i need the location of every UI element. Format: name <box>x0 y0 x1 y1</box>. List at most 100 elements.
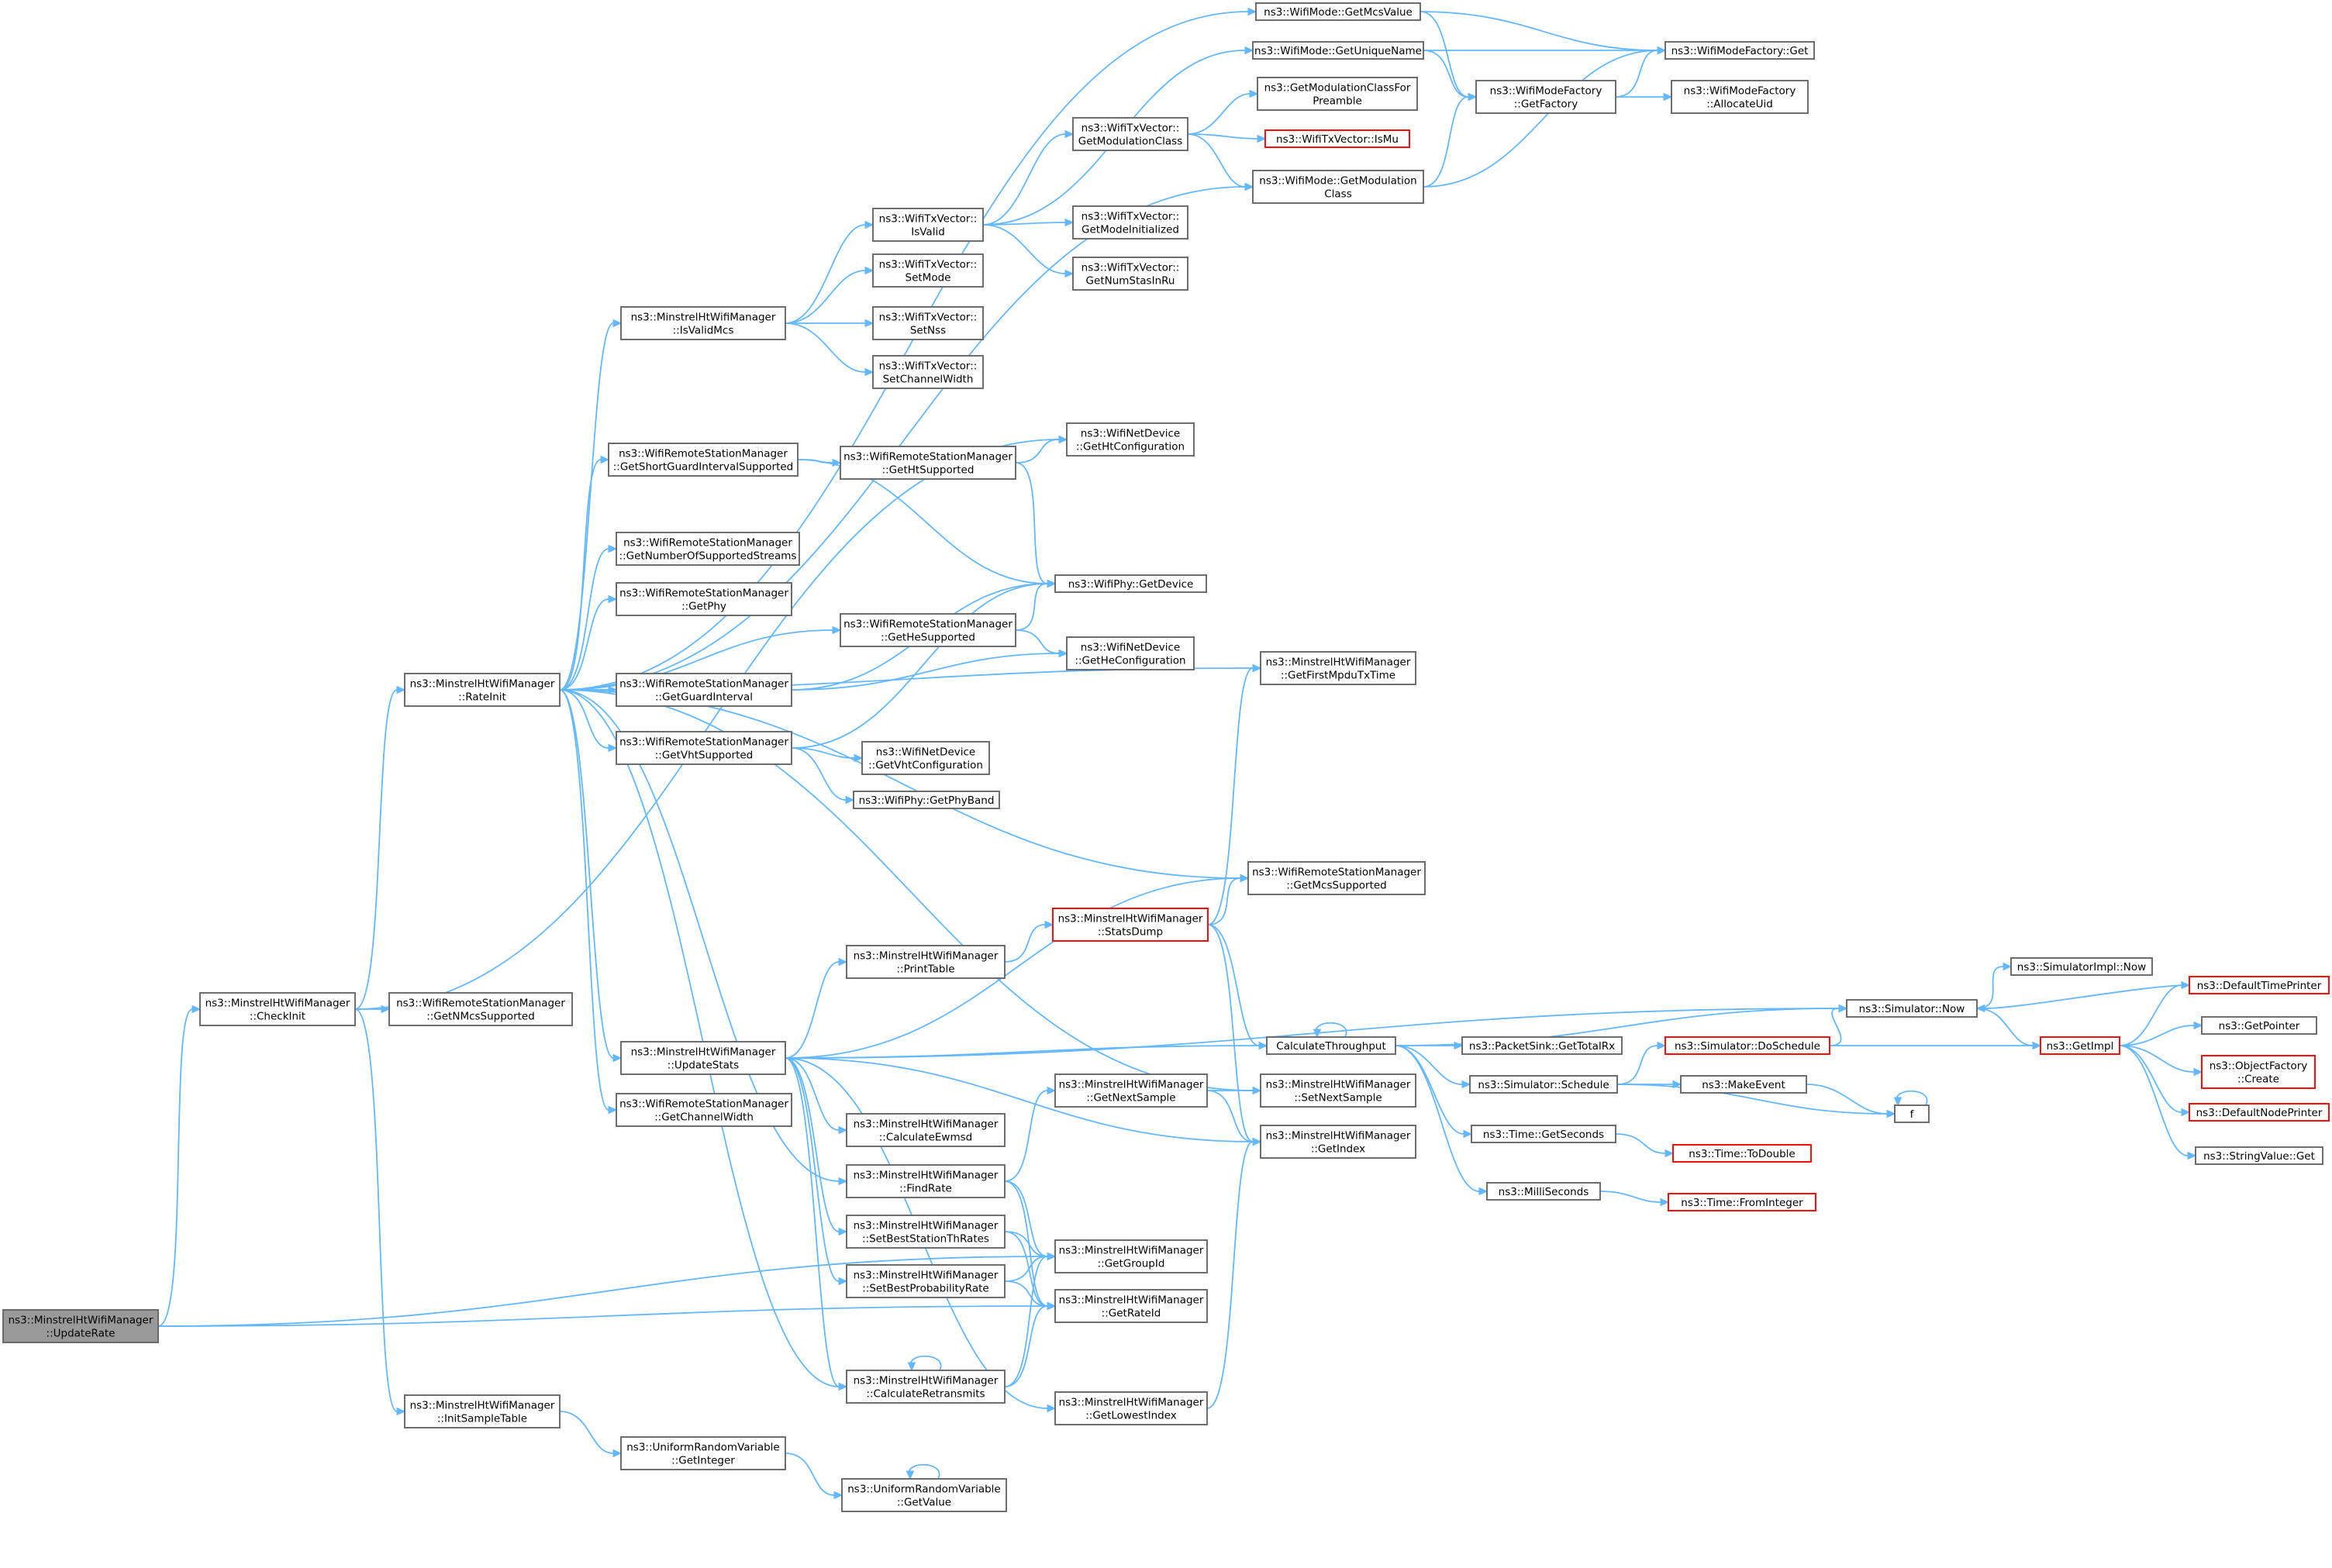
node-getuniquename[interactable]: ns3::WifiMode::GetUniqueName <box>1252 41 1424 60</box>
node-getpointer[interactable]: ns3::GetPointer <box>2201 1016 2317 1035</box>
node-findrate[interactable]: ns3::MinstrelHtWifiManager::FindRate <box>846 1164 1006 1198</box>
node-getgroupid[interactable]: ns3::MinstrelHtWifiManager::GetGroupId <box>1054 1239 1208 1273</box>
node-initsample[interactable]: ns3::MinstrelHtWifiManager::InitSampleTa… <box>404 1394 561 1428</box>
node-defnodeprinter[interactable]: ns3::DefaultNodePrinter <box>2189 1103 2330 1122</box>
node-getphy[interactable]: ns3::WifiRemoteStationManager::GetPhy <box>616 582 792 616</box>
node-label: ns3::MinstrelHtWifiManager <box>854 950 999 963</box>
node-setbeststa[interactable]: ns3::MinstrelHtWifiManager::SetBestStati… <box>846 1215 1006 1249</box>
node-label: ns3::MinstrelHtWifiManager <box>205 998 350 1010</box>
node-setchw[interactable]: ns3::WifiTxVector::SetChannelWidth <box>872 355 984 389</box>
edge-line <box>1806 1084 1888 1115</box>
node-getvhtsup[interactable]: ns3::WifiRemoteStationManager::GetVhtSup… <box>616 731 792 765</box>
node-box <box>2201 1016 2317 1035</box>
node-label: ::GetInteger <box>671 1455 735 1467</box>
node-box <box>1252 41 1424 60</box>
edge-line <box>1004 924 1046 963</box>
edge-line <box>1984 984 2190 1009</box>
node-label: ns3::DefaultTimePrinter <box>2197 980 2322 992</box>
node-setnextsample[interactable]: ns3::MinstrelHtWifiManager::SetNextSampl… <box>1260 1073 1416 1108</box>
node-calcthroughput[interactable]: CalculateThroughput <box>1266 1036 1396 1055</box>
node-printtable[interactable]: ns3::MinstrelHtWifiManager::PrintTable <box>846 945 1006 979</box>
node-getrateid[interactable]: ns3::MinstrelHtWifiManager::GetRateId <box>1054 1289 1208 1323</box>
node-wm_getmodclass[interactable]: ns3::WifiMode::GetModulationClass <box>1252 170 1424 204</box>
edge-arrowhead <box>608 1105 618 1115</box>
node-getvhtconf[interactable]: ns3::WifiNetDevice::GetVhtConfiguration <box>861 741 990 775</box>
node-getsgi[interactable]: ns3::WifiRemoteStationManager::GetShortG… <box>608 443 799 477</box>
node-getphyband[interactable]: ns3::WifiPhy::GetPhyBand <box>853 791 1000 809</box>
node-setnss[interactable]: ns3::WifiTxVector::SetNss <box>872 306 984 340</box>
edge-arrowhead <box>838 1382 848 1391</box>
call-edge-deftimeprinter-to-sim_now <box>1975 984 2190 1013</box>
node-isvalid[interactable]: ns3::WifiTxVector::IsValid <box>872 208 984 242</box>
node-gethtsup[interactable]: ns3::WifiRemoteStationManager::GetHtSupp… <box>840 446 1016 480</box>
node-rateinit[interactable]: ns3::MinstrelHtWifiManager::RateInit <box>404 673 561 707</box>
node-urv_getvalue[interactable]: ns3::UniformRandomVariable::GetValue <box>841 1478 1007 1512</box>
node-label: ns3::WifiModeFactory::Get <box>1671 45 1809 57</box>
node-objfactory[interactable]: ns3::ObjectFactory::Create <box>2201 1055 2316 1089</box>
call-edge-rateinit-to-getnss <box>559 544 618 691</box>
node-gethesup[interactable]: ns3::WifiRemoteStationManager::GetHeSupp… <box>840 613 1016 647</box>
node-getnmcs[interactable]: ns3::WifiRemoteStationManager::GetNMcsSu… <box>388 992 573 1026</box>
node-getnumstas[interactable]: ns3::WifiTxVector::GetNumStasInRu <box>1072 257 1188 291</box>
node-getgi[interactable]: ns3::WifiRemoteStationManager::GetGuardI… <box>616 673 792 707</box>
node-todouble[interactable]: ns3::Time::ToDouble <box>1672 1144 1812 1163</box>
node-makeevent[interactable]: ns3::MakeEvent <box>1680 1075 1807 1094</box>
node-f[interactable]: f <box>1894 1104 1930 1123</box>
node-getimpl[interactable]: ns3::GetImpl <box>2040 1036 2120 1055</box>
edge-line <box>1004 1231 1048 1307</box>
node-wmf_alloc[interactable]: ns3::WifiModeFactory::AllocateUid <box>1671 80 1809 114</box>
node-getnss[interactable]: ns3::WifiRemoteStationManager::GetNumber… <box>616 532 800 566</box>
call-edge-rateinit-to-getmcssup <box>559 689 1250 883</box>
node-box <box>2 1309 159 1343</box>
edge-arrowhead <box>1463 1129 1473 1139</box>
node-ismu[interactable]: ns3::WifiTxVector::IsMu <box>1264 129 1410 148</box>
node-doschedule[interactable]: ns3::Simulator::DoSchedule <box>1664 1036 1830 1055</box>
node-schedule[interactable]: ns3::Simulator::Schedule <box>1469 1075 1618 1094</box>
node-sim_now[interactable]: ns3::Simulator::Now <box>1846 999 1978 1018</box>
node-getmcsvalue[interactable]: ns3::WifiMode::GetMcsValue <box>1255 2 1421 21</box>
node-getmcssup[interactable]: ns3::WifiRemoteStationManager::GetMcsSup… <box>1247 861 1426 895</box>
node-gethtconf[interactable]: ns3::WifiNetDevice::GetHtConfiguration <box>1066 422 1195 457</box>
node-isvalidmcs[interactable]: ns3::MinstrelHtWifiManager::IsValidMcs <box>620 306 786 340</box>
node-deftimeprinter[interactable]: ns3::DefaultTimePrinter <box>2189 976 2330 994</box>
node-label: ::GetNextSample <box>1086 1092 1175 1104</box>
node-label: ns3::WifiTxVector:: <box>879 312 978 324</box>
node-stringvalue[interactable]: ns3::StringValue::Get <box>2195 1146 2323 1165</box>
node-milliseconds[interactable]: ns3::MilliSeconds <box>1486 1182 1601 1201</box>
node-getfirstmpdu[interactable]: ns3::MinstrelHtWifiManager::GetFirstMpdu… <box>1260 651 1416 685</box>
node-getchwidth[interactable]: ns3::WifiRemoteStationManager::GetChanne… <box>616 1093 792 1127</box>
edge-line <box>1206 1141 1254 1409</box>
node-setmode[interactable]: ns3::WifiTxVector::SetMode <box>872 253 984 288</box>
node-getindex[interactable]: ns3::MinstrelHtWifiManager::GetIndex <box>1260 1125 1416 1159</box>
node-wmf_get[interactable]: ns3::WifiModeFactory::Get <box>1664 41 1815 60</box>
node-box <box>1664 1036 1830 1055</box>
node-getheconf[interactable]: ns3::WifiNetDevice::GetHeConfiguration <box>1066 636 1195 670</box>
edge-line <box>1187 93 1251 135</box>
node-urv_getinteger[interactable]: ns3::UniformRandomVariable::GetInteger <box>620 1436 786 1470</box>
node-calcretrans[interactable]: ns3::MinstrelHtWifiManager::CalculateRet… <box>846 1370 1006 1404</box>
call-edge-getimpl-to-deftimeprinter <box>2119 980 2191 1046</box>
node-checkinit[interactable]: ns3::MinstrelHtWifiManager::CheckInit <box>199 992 356 1026</box>
node-updaterate[interactable]: ns3::MinstrelHtWifiManager::UpdateRate <box>2 1309 159 1343</box>
node-getdevice[interactable]: ns3::WifiPhy::GetDevice <box>1054 574 1207 593</box>
node-getnextsample[interactable]: ns3::MinstrelHtWifiManager::GetNextSampl… <box>1054 1073 1208 1108</box>
node-getseconds[interactable]: ns3::Time::GetSeconds <box>1471 1125 1616 1143</box>
node-setbestprob[interactable]: ns3::MinstrelHtWifiManager::SetBestProba… <box>846 1264 1006 1298</box>
node-getlowest[interactable]: ns3::MinstrelHtWifiManager::GetLowestInd… <box>1054 1391 1208 1425</box>
edge-arrowhead <box>838 1177 848 1186</box>
node-wmf_getfactory[interactable]: ns3::WifiModeFactory::GetFactory <box>1475 80 1616 114</box>
node-getmodeinit[interactable]: ns3::WifiTxVector::GetModeInitialized <box>1072 205 1188 240</box>
edge-line <box>1004 1305 1048 1387</box>
node-calcewmsd[interactable]: ns3::MinstrelHtWifiManager::CalculateEwm… <box>846 1113 1006 1147</box>
node-updatestats[interactable]: ns3::MinstrelHtWifiManager::UpdateStats <box>620 1041 786 1075</box>
node-label: ::GetHtConfiguration <box>1076 441 1185 453</box>
edge-arrowhead <box>1461 1080 1471 1089</box>
node-packetsink[interactable]: ns3::PacketSink::GetTotalRx <box>1461 1036 1623 1055</box>
node-label: ns3::Simulator::Now <box>1859 1003 1965 1015</box>
call-edge-rateinit-to-isvalidmcs <box>559 319 623 691</box>
node-frominteger[interactable]: ns3::Time::FromInteger <box>1668 1193 1816 1211</box>
node-getmodclass_tx[interactable]: ns3::WifiTxVector::GetModulationClass <box>1072 117 1188 151</box>
node-statsdump[interactable]: ns3::MinstrelHtWifiManager::StatsDump <box>1052 908 1209 942</box>
node-simimpl_now[interactable]: ns3::SimulatorImpl::Now <box>2010 957 2153 976</box>
